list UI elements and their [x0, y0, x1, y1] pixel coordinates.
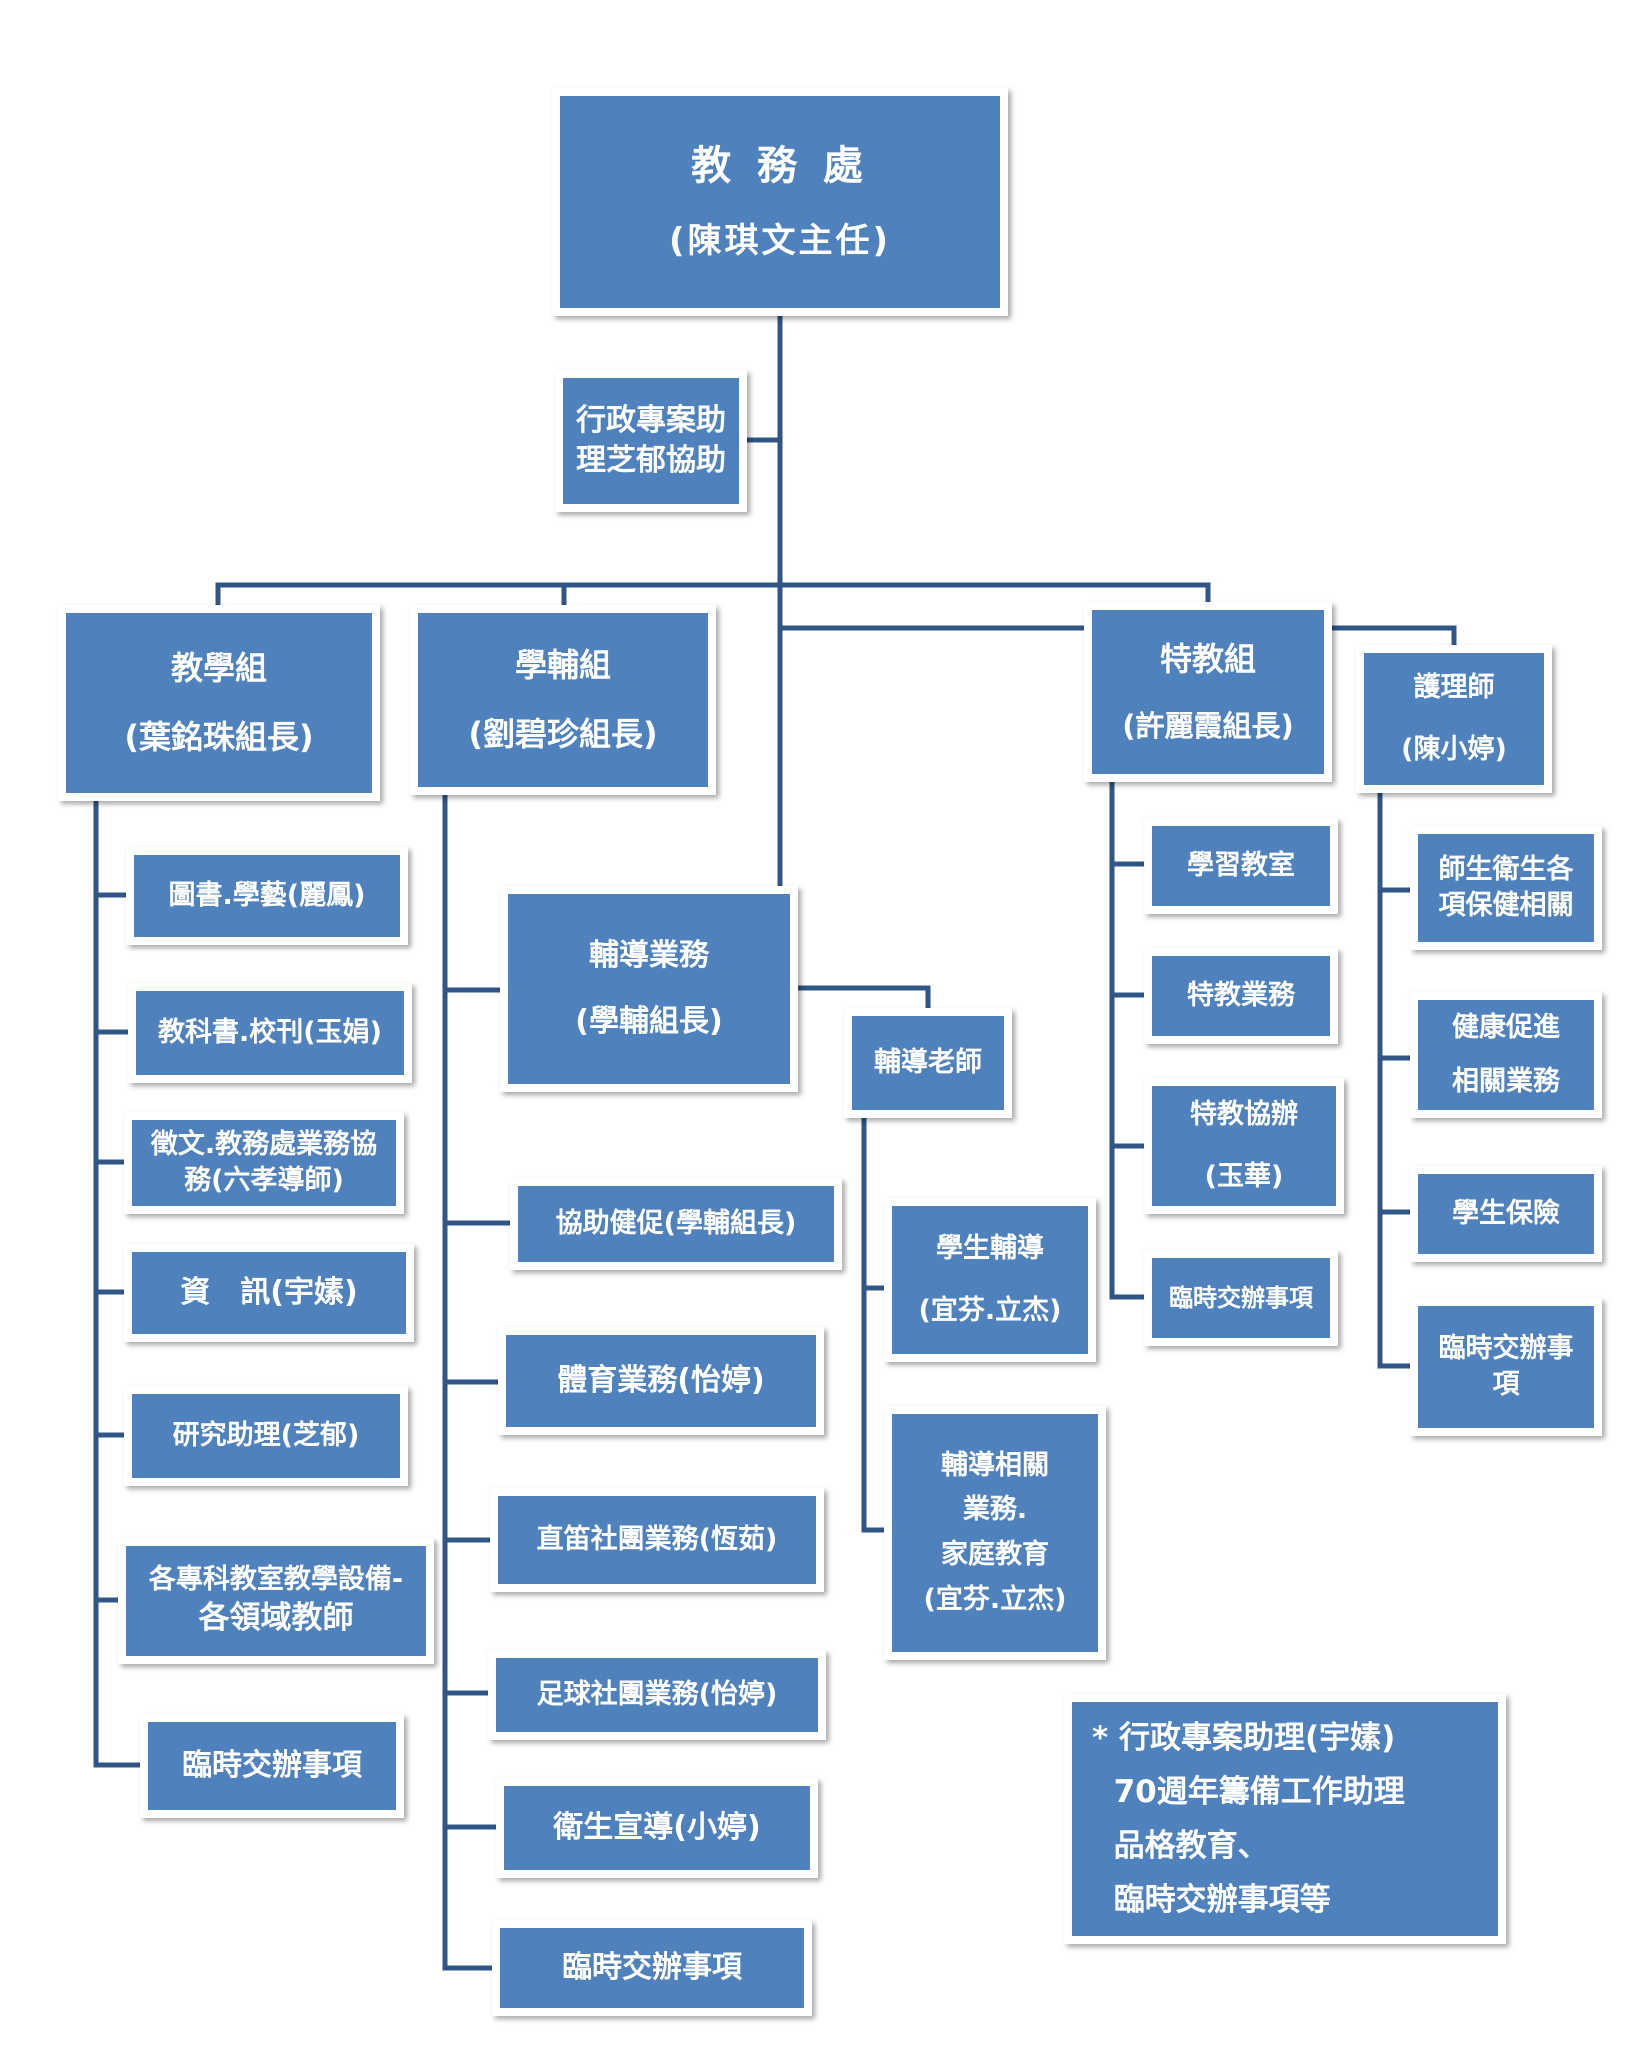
- guidance-item-pe: 體育業務(怡婷): [498, 1327, 824, 1435]
- item-label: 相關業務: [1452, 1066, 1560, 1097]
- item-label: 輔導相關: [941, 1449, 1049, 1481]
- item-label: 師生衛生各: [1438, 853, 1574, 885]
- item-label: 臨時交辦事: [1438, 1332, 1574, 1364]
- item-label: (宜芬.立杰): [918, 1295, 1062, 1326]
- item-label: 健康促進: [1452, 1011, 1560, 1043]
- item-label: 資 訊(宇嫊): [180, 1274, 358, 1310]
- director-box: 教 務 處 (陳琪文主任): [552, 88, 1008, 316]
- note-line: 品格教育、: [1092, 1828, 1269, 1864]
- special-group-title: 特教組: [1159, 639, 1256, 678]
- item-label: 臨時交辦事項: [182, 1747, 362, 1783]
- guidance-item-misc: 臨時交辦事項: [492, 1920, 812, 2016]
- teaching-item-books: 圖書.學藝(麗鳳): [126, 847, 408, 945]
- note-line: 臨時交辦事項等: [1092, 1882, 1331, 1919]
- item-label: 各領域教師: [198, 1600, 354, 1637]
- special-item-assist: 特教協辦 (玉華): [1144, 1078, 1344, 1214]
- item-label: 業務.: [962, 1494, 1028, 1526]
- nurse-box: 護理師 (陳小婷): [1356, 645, 1552, 793]
- guidance-item-recorder: 直笛社團業務(恆茹): [490, 1488, 824, 1592]
- director-title: 教 務 處: [691, 143, 869, 190]
- special-group-box: 特教組 (許麗霞組長): [1084, 602, 1332, 782]
- nurse-title: 護理師: [1413, 671, 1495, 703]
- nurse-name: (陳小婷): [1401, 734, 1507, 765]
- counselor-title: 輔導老師: [874, 1046, 982, 1078]
- guidance-item-health: 協助健促(學輔組長): [510, 1178, 842, 1270]
- item-label: 特教協辦: [1190, 1098, 1298, 1130]
- guidance-item-counseling: 輔導業務 (學輔組長): [500, 886, 798, 1092]
- nurse-item-insurance: 學生保險: [1410, 1166, 1602, 1262]
- item-label: 足球社團業務(怡婷): [536, 1678, 778, 1710]
- counselor-item-family: 輔導相關 業務. 家庭教育 (宜芬.立杰): [884, 1406, 1106, 1660]
- item-label: 務(六孝導師): [184, 1165, 344, 1196]
- special-item-learning-room: 學習教室: [1144, 818, 1338, 914]
- item-label: 教科書.校刊(玉娟): [158, 1016, 382, 1048]
- item-label: 項保健相關: [1438, 890, 1574, 921]
- item-label: 圖書.學藝(麗鳳): [168, 879, 366, 911]
- item-label: 學生輔導: [936, 1232, 1044, 1264]
- teaching-item-textbooks: 教科書.校刊(玉娟): [128, 983, 412, 1083]
- teaching-item-equipment: 各專科教室教學設備- 各領域教師: [118, 1538, 434, 1664]
- item-label: 學生保險: [1452, 1197, 1560, 1229]
- item-label: 體育業務(怡婷): [557, 1362, 765, 1398]
- item-label: 項: [1492, 1369, 1520, 1400]
- counselor-item-students: 學生輔導 (宜芬.立杰): [884, 1198, 1096, 1362]
- special-item-business: 特教業務: [1144, 948, 1338, 1044]
- item-label: 學習教室: [1187, 849, 1295, 881]
- teaching-item-misc: 臨時交辦事項: [140, 1714, 404, 1818]
- teaching-item-essays: 徵文.教務處業務協 務(六孝導師): [124, 1112, 404, 1214]
- nurse-item-misc: 臨時交辦事 項: [1410, 1298, 1602, 1436]
- teaching-group-title: 教學組: [170, 648, 267, 687]
- item-label: 輔導業務: [589, 937, 709, 973]
- note-line: * 行政專案助理(宇嫊): [1092, 1719, 1396, 1756]
- teaching-item-research: 研究助理(芝郁): [124, 1386, 408, 1486]
- guidance-group-title: 學輔組: [514, 645, 611, 684]
- assistant-line: 理芝郁協助: [576, 443, 726, 478]
- teaching-group-box: 教學組 (葉銘珠組長): [58, 605, 380, 801]
- counselor-box: 輔導老師: [844, 1008, 1012, 1118]
- item-label: 協助健促(學輔組長): [555, 1207, 797, 1239]
- item-label: (學輔組長): [575, 1004, 723, 1039]
- guidance-item-hygiene: 衛生宣導(小婷): [496, 1778, 818, 1878]
- item-label: 臨時交辦事項: [1169, 1283, 1313, 1312]
- note-line: 70週年籌備工作助理: [1092, 1773, 1405, 1810]
- assistant-box: 行政專案助 理芝郁協助: [555, 370, 747, 512]
- nurse-item-health-care: 師生衛生各 項保健相關: [1410, 826, 1602, 950]
- item-label: 直笛社團業務(恆茹): [536, 1523, 778, 1555]
- item-label: 徵文.教務處業務協: [150, 1128, 378, 1160]
- item-label: 研究助理(芝郁): [172, 1419, 360, 1451]
- item-label: (宜芬.立杰): [923, 1583, 1067, 1615]
- director-name: (陳琪文主任): [668, 221, 892, 262]
- special-group-leader: (許麗霞組長): [1122, 709, 1294, 744]
- teaching-item-it: 資 訊(宇嫊): [124, 1244, 414, 1342]
- item-label: (玉華): [1204, 1161, 1284, 1192]
- teaching-group-leader: (葉銘珠組長): [124, 718, 314, 756]
- special-item-misc: 臨時交辦事項: [1144, 1250, 1338, 1346]
- item-label: 臨時交辦事項: [562, 1949, 742, 1985]
- note-box: * 行政專案助理(宇嫊) 70週年籌備工作助理 品格教育、 臨時交辦事項等: [1064, 1694, 1506, 1944]
- guidance-group-leader: (劉碧珍組長): [468, 715, 658, 753]
- nurse-item-promotion: 健康促進 相關業務: [1410, 992, 1602, 1118]
- assistant-line: 行政專案助: [576, 402, 726, 438]
- item-label: 各專科教室教學設備-: [148, 1563, 404, 1595]
- item-label: 家庭教育: [941, 1539, 1049, 1570]
- guidance-group-box: 學輔組 (劉碧珍組長): [410, 605, 716, 795]
- item-label: 特教業務: [1187, 979, 1295, 1011]
- guidance-item-football: 足球社團業務(怡婷): [488, 1650, 826, 1740]
- item-label: 衛生宣導(小婷): [553, 1809, 761, 1845]
